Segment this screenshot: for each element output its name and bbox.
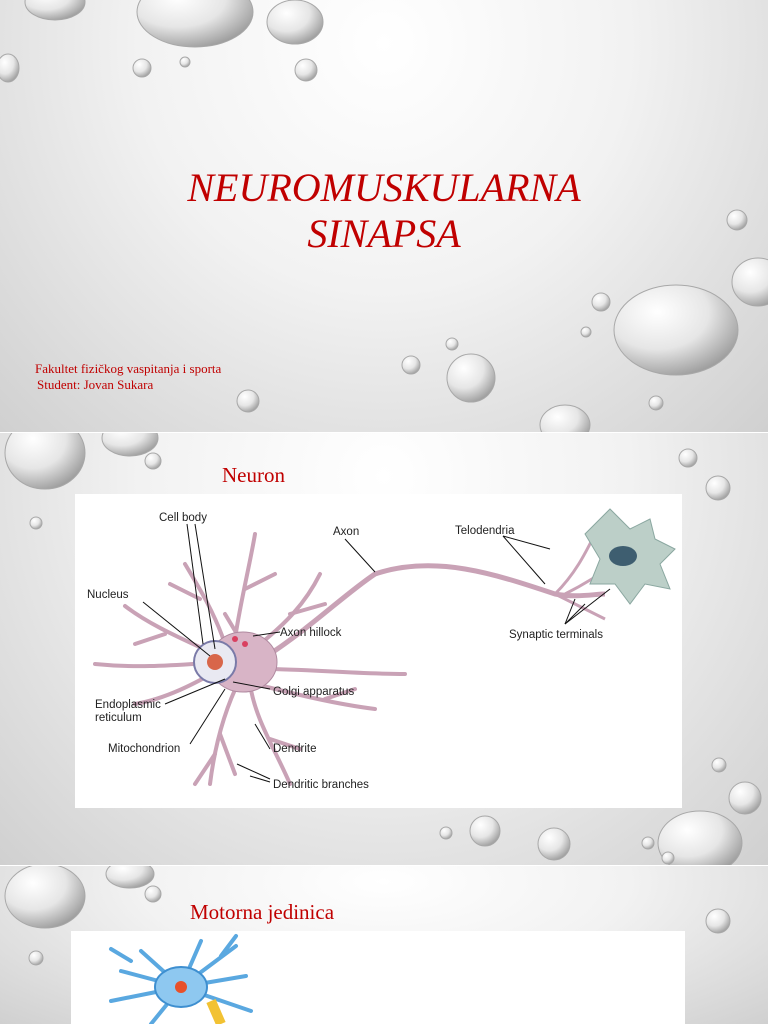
nucleolus: [207, 654, 223, 670]
title-line-1: NEUROMUSKULARNA: [187, 165, 581, 210]
title-line-2: SINAPSA: [307, 211, 461, 256]
label-er-line2: reticulum: [95, 712, 142, 724]
motor-unit-diagram: [71, 931, 685, 1024]
axon-line: [268, 563, 606, 657]
label-mitochondrion: Mitochondrion: [108, 743, 180, 755]
label-cell-body: Cell body: [159, 512, 207, 524]
student-text: Student: Jovan Sukara: [37, 377, 154, 392]
label-synaptic-terminals: Synaptic terminals: [509, 629, 603, 641]
neuron-slide: Neuron: [0, 433, 768, 865]
neuron-diagram: Cell body Axon Telodendria Nucleus Axon …: [75, 494, 682, 808]
label-axon: Axon: [333, 526, 359, 538]
label-axon-hillock: Axon hillock: [280, 627, 342, 639]
water-drops-decoration: [4, 866, 731, 966]
label-dendrite: Dendrite: [273, 743, 316, 755]
title-slide: NEUROMUSKULARNA SINAPSA Fakultet fizičko…: [0, 0, 768, 432]
leader-lines: [142, 523, 611, 783]
presentation-title: NEUROMUSKULARNA SINAPSA: [0, 165, 768, 257]
label-nucleus: Nucleus: [87, 589, 129, 601]
water-drops-decoration: [0, 0, 768, 432]
motor-neuron-illustration: [109, 934, 253, 1024]
author-info: Fakultet fizičkog vaspitanja i sporta St…: [35, 361, 221, 393]
label-er-line1: Endoplasmic: [95, 699, 161, 711]
slide-title: Motorna jedinica: [190, 900, 335, 924]
label-dendritic-branches: Dendritic branches: [273, 779, 369, 791]
neuron-illustration: Cell body Axon Telodendria Nucleus Axon …: [87, 508, 676, 791]
faculty-text: Fakultet fizičkog vaspitanja i sporta: [35, 361, 222, 376]
label-telodendria: Telodendria: [455, 525, 515, 537]
target-cell-nucleus: [609, 546, 637, 566]
label-golgi: Golgi apparatus: [273, 686, 354, 698]
water-drops-decoration: [4, 433, 762, 865]
motor-unit-slide: Motorna jedinica: [0, 866, 768, 1024]
slide-title: Neuron: [222, 463, 285, 487]
